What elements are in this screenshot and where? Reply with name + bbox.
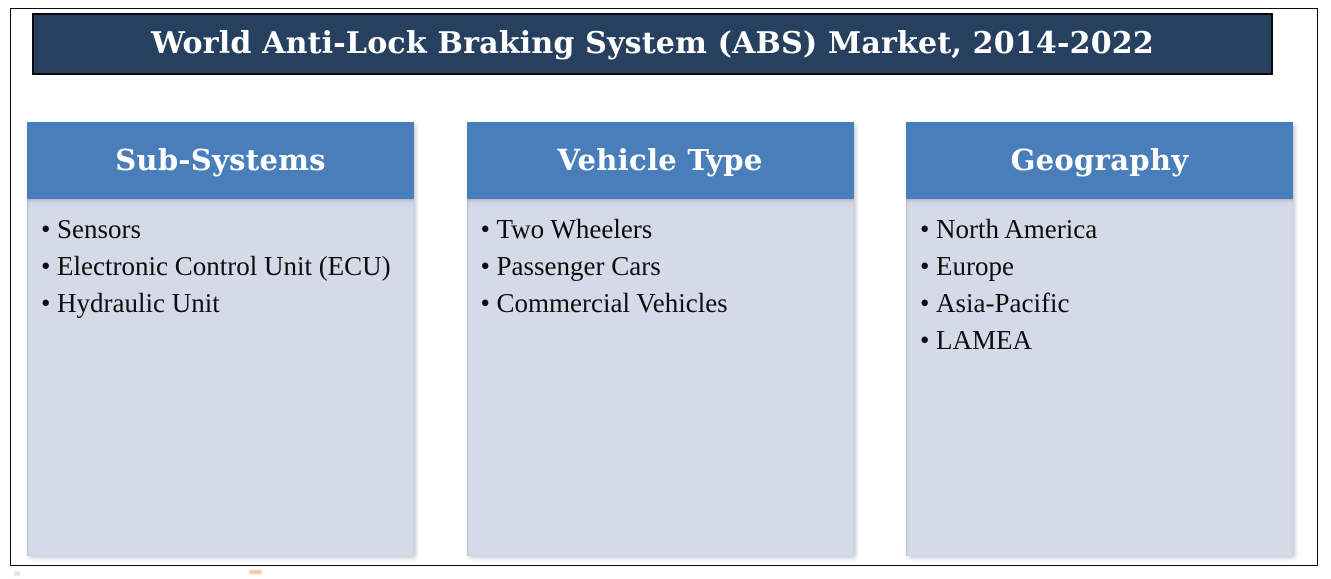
column-geography: Geography North America Europe Asia-Paci… <box>906 122 1293 556</box>
list-item: Two Wheelers <box>481 211 840 247</box>
bullet-list-geography: North America Europe Asia-Pacific LAMEA <box>920 211 1279 358</box>
column-header-label: Vehicle Type <box>557 143 763 177</box>
list-item: Hydraulic Unit <box>41 285 400 321</box>
column-header-label: Geography <box>1010 143 1189 177</box>
list-item: Commercial Vehicles <box>481 285 840 321</box>
page-title: World Anti-Lock Braking System (ABS) Mar… <box>151 26 1154 61</box>
list-item: Sensors <box>41 211 400 247</box>
column-sub-systems: Sub-Systems Sensors Electronic Control U… <box>27 122 414 556</box>
bullet-list-sub-systems: Sensors Electronic Control Unit (ECU) Hy… <box>41 211 400 321</box>
column-header-label: Sub-Systems <box>115 143 326 177</box>
list-item: North America <box>920 211 1279 247</box>
column-body-geography: North America Europe Asia-Pacific LAMEA <box>906 199 1293 556</box>
list-item: Passenger Cars <box>481 248 840 284</box>
title-banner: World Anti-Lock Braking System (ABS) Mar… <box>32 13 1273 75</box>
scan-artifact-smudge <box>249 570 262 574</box>
scan-artifact-dot <box>14 571 20 576</box>
segmentation-columns: Sub-Systems Sensors Electronic Control U… <box>27 122 1293 556</box>
column-body-vehicle-type: Two Wheelers Passenger Cars Commercial V… <box>466 199 854 556</box>
list-item: LAMEA <box>920 322 1279 358</box>
column-body-sub-systems: Sensors Electronic Control Unit (ECU) Hy… <box>27 199 414 556</box>
column-header-vehicle-type: Vehicle Type <box>466 122 854 199</box>
column-header-sub-systems: Sub-Systems <box>27 122 414 199</box>
list-item: Europe <box>920 248 1279 284</box>
bullet-list-vehicle-type: Two Wheelers Passenger Cars Commercial V… <box>481 211 840 321</box>
column-vehicle-type: Vehicle Type Two Wheelers Passenger Cars… <box>466 122 854 556</box>
column-header-geography: Geography <box>906 122 1293 199</box>
list-item: Electronic Control Unit (ECU) <box>41 248 400 284</box>
list-item: Asia-Pacific <box>920 285 1279 321</box>
